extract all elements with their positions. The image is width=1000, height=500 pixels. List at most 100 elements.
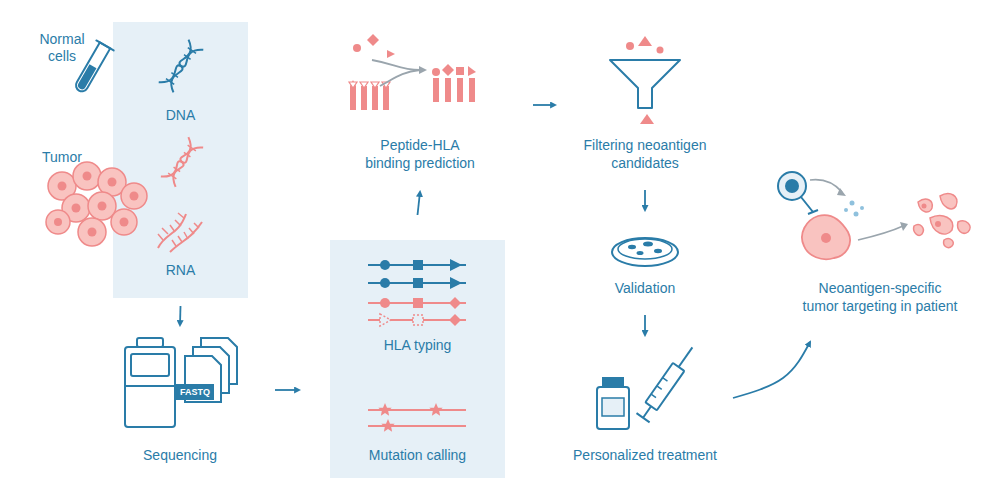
peptide-binding-icon [456,67,464,75]
input-panel: DNARNA [113,22,248,298]
flow-arrow [179,306,181,325]
vaccine-vial [602,398,624,416]
t-cell-attack [944,239,954,248]
step-label: Filtering neoantigen candidates [575,136,715,172]
dna-helix [166,48,196,85]
tumor-cells [54,218,62,226]
peptide-binding-icon [367,34,379,46]
sample-label: Tumor [30,149,94,166]
mutation-tracks [429,403,442,416]
hla-allele-tracks [380,314,423,326]
hla-allele-tracks [368,303,466,320]
peptide-binding-icon [350,80,356,110]
dna-helix [159,40,204,93]
hla-allele-tracks [380,297,461,326]
t-cell-attack [844,208,848,212]
outcome-step: Neoantigen-specific tumor targeting in p… [770,160,990,315]
syringe [637,402,658,423]
step-label: Validation [585,279,705,297]
peptide-binding-icon [380,70,420,86]
peptide-binding-icon [457,78,463,102]
tumor-dna-helix [161,137,203,187]
t-cell-attack [860,206,864,210]
hla-allele-tracks [380,259,462,289]
peptide-binding-icon [432,64,476,102]
t-cell-attack [837,188,846,196]
tumor-cells [73,162,101,190]
tumor-cells [83,172,92,181]
syringe [679,347,693,367]
step-label: DNA [121,106,241,124]
t-cell-attack [900,222,908,231]
tumor-cells [48,172,76,200]
peptide-binding-icon [433,78,439,102]
hla-allele-tracks [413,278,423,288]
tumor-cells [98,202,107,211]
petri-dish [618,239,672,259]
t-cell-attack [958,221,970,233]
rna-strands [172,223,199,246]
mutation-tracks [378,403,391,416]
process-step: Validation [580,225,710,300]
vaccine-vial [603,378,623,387]
tumor-cells [54,172,139,237]
peptide-binding-icon [383,86,389,110]
tumor-cells [78,218,106,246]
filter-funnel [610,60,680,108]
t-cell-attack [914,194,970,248]
hla-allele-tracks [413,260,423,270]
sequencer-machine [137,338,163,347]
tumor-cells [58,182,67,191]
peptide-binding-icon [372,60,420,86]
syringe [645,363,684,410]
process-step: Personalized treatment [560,340,730,470]
tumor-cells [72,204,81,213]
tumor-cells [121,183,147,209]
tumor-cells [46,162,147,246]
process-step: Filtering neoantigen candidates [565,30,725,175]
flow-arrow [275,389,299,391]
hla-allele-tracks [368,259,466,326]
fastq-files [201,338,237,384]
hla-allele-tracks [380,278,390,288]
peptide-binding-icon [349,82,390,88]
petri-dish [654,249,662,253]
tumor-dna-helix [161,137,203,187]
filter-funnel [638,36,652,46]
t-cell-attack [778,172,806,200]
tumor-cells [108,178,117,187]
mutation-tracks [381,419,394,432]
hla-allele-tracks [368,265,466,283]
analysis-panel: HLA typingMutation calling [330,240,505,478]
syringe [637,343,699,423]
t-cell-attack [914,225,924,236]
mutation-tracks [378,403,442,432]
t-cell-attack [922,204,927,209]
vaccine-vial [597,378,629,429]
hla-allele-tracks [368,303,466,320]
hla-allele-tracks [449,314,461,326]
peptide-binding-icon [353,44,361,52]
petri-dish [612,238,678,266]
hla-allele-tracks [380,314,391,326]
petri-dish [643,242,653,247]
dna-helix [159,40,204,93]
file-tag: FASTQ [176,384,214,400]
mutation-tracks [368,410,466,426]
mutation-tracks [368,403,466,432]
peptide-binding-icon [468,66,476,76]
sequencer-machine [131,354,169,376]
test-tube [96,40,113,50]
test-tube [70,40,113,95]
hla-allele-tracks [413,315,423,325]
rna-strands [170,222,202,252]
process-step: Peptide-HLA binding prediction [340,30,500,175]
hla-allele-tracks [380,260,390,270]
peptide-binding-icon [372,60,420,70]
peptide-binding-icon [387,50,395,58]
t-cell-attack [935,221,941,227]
hla-allele-tracks [450,277,462,289]
